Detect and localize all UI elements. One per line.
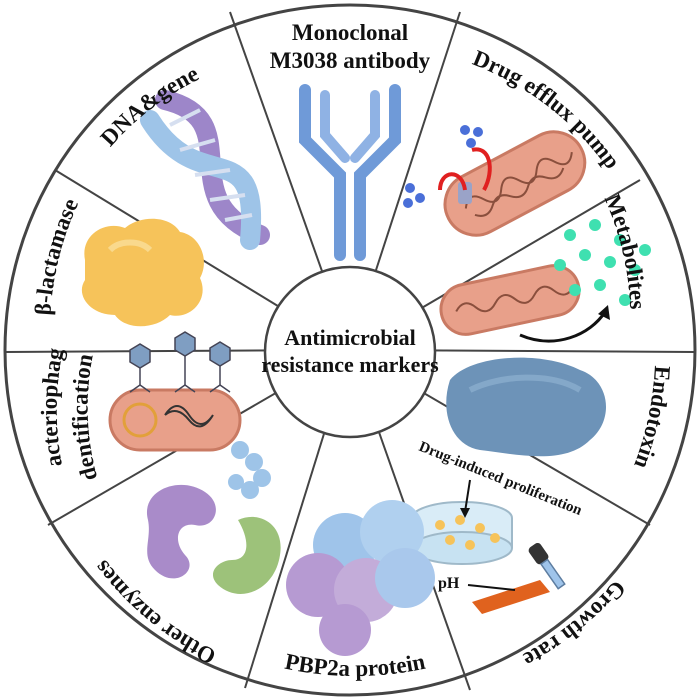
efflux-pump-icon: [403, 125, 587, 237]
label-monoclonal-2: M3038 antibody: [270, 48, 431, 73]
label-ph: pH: [438, 575, 460, 592]
bacteriophage-icon: [108, 331, 242, 452]
dna-helix-icon: [140, 90, 270, 250]
phage-3: [209, 341, 231, 393]
center-line-1: Antimicrobial: [284, 325, 416, 350]
center-line-2: resistance markers: [261, 352, 439, 377]
center-circle: [263, 265, 437, 439]
phage-1: [129, 343, 151, 393]
other-enzymes-icon: [146, 441, 281, 594]
endotoxin-icon: [446, 357, 607, 457]
center-hub: Antimicrobial resistance markers: [261, 265, 439, 439]
pbp2a-icon: [286, 500, 435, 656]
growth-rate-icon: [411, 479, 566, 614]
beta-lactamase-icon: [81, 218, 204, 327]
phage-2: [174, 331, 196, 393]
metabolites-icon: [439, 219, 651, 343]
antibody-icon: [299, 84, 401, 261]
label-monoclonal-1: Monoclonal: [292, 20, 408, 45]
